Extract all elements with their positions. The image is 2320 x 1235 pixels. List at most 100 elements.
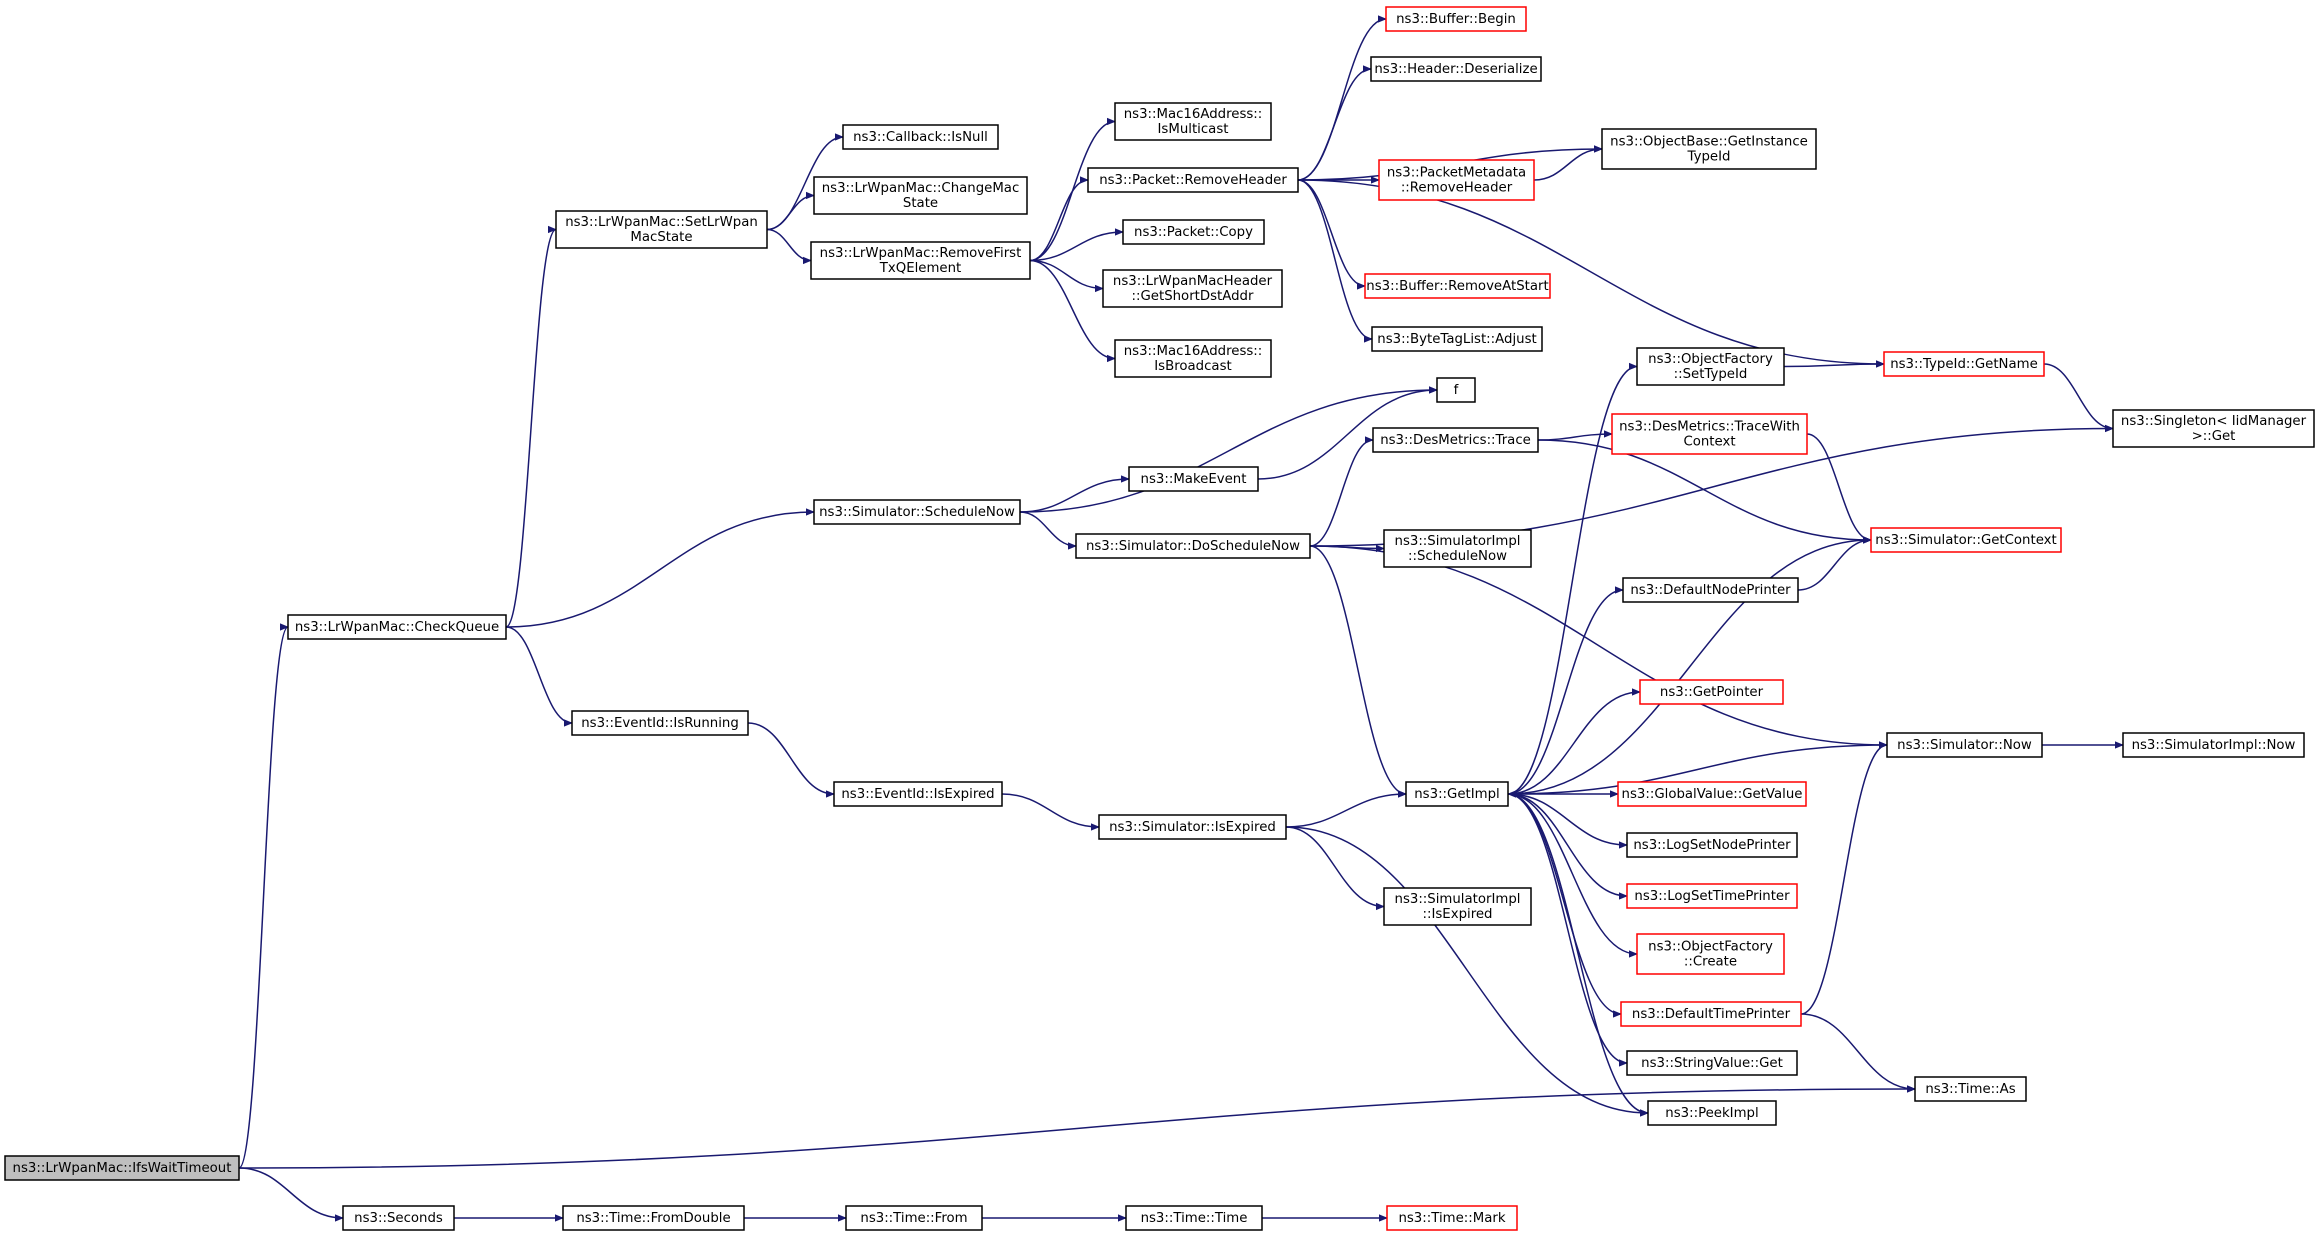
node-label: ns3::GetImpl [1414,787,1499,802]
edge-getimpl-to-defaultnodeprinter [1507,590,1623,795]
node-box [1371,326,1543,352]
edge-schedulenow-to-doschedulenow [1019,511,1077,546]
node-logsettimeprinter[interactable]: ns3::LogSetTimePrinter [1626,883,1798,909]
node-label: ::GetShortDstAddr [1132,289,1254,304]
edge-desmetricstrace-to-simgetcontext [1537,439,1871,540]
node-label: ns3::LogSetTimePrinter [1634,889,1790,904]
node-doschedulenow[interactable]: ns3::Simulator::DoScheduleNow [1075,533,1311,559]
node-simulatornow[interactable]: ns3::Simulator::Now [1886,732,2043,758]
node-box [810,241,1031,280]
node-label: ns3::Time::As [1925,1082,2015,1097]
node-eventisrunning[interactable]: ns3::EventId::IsRunning [571,710,749,736]
edge-ifs-to-seconds [238,1167,343,1218]
node-box [2112,409,2315,448]
edge-removefirst-to-getshortdst [1029,259,1103,289]
node-peekimpl[interactable]: ns3::PeekImpl [1647,1100,1777,1126]
node-simimplnow[interactable]: ns3::SimulatorImpl::Now [2122,732,2305,758]
node-label: ns3::PacketMetadata [1387,166,1526,181]
node-ifs[interactable]: ns3::LrWpanMac::IfsWaitTimeout [4,1155,240,1181]
node-simgetcontext[interactable]: ns3::Simulator::GetContext [1870,527,2062,553]
node-box [1370,56,1542,82]
edge-ifs-to-timeas [238,1089,1915,1169]
node-makeevent[interactable]: ns3::MakeEvent [1128,466,1259,492]
node-label: ns3::SimulatorImpl::Now [2132,738,2296,753]
node-pmremoveheader[interactable]: ns3::PacketMetadata::RemoveHeader [1378,159,1535,201]
node-objectfactorysettypeid[interactable]: ns3::ObjectFactory::SetTypeId [1636,347,1785,386]
node-defaulttimeprinter[interactable]: ns3::DefaultTimePrinter [1620,1001,1802,1027]
node-packetcopy[interactable]: ns3::Packet::Copy [1122,219,1265,245]
node-box [1075,533,1311,559]
node-callbackisnull[interactable]: ns3::Callback::IsNull [842,124,999,150]
node-box [1601,128,1817,170]
node-timemark[interactable]: ns3::Time::Mark [1386,1205,1518,1231]
edge-tracewithcontext-to-simgetcontext [1806,433,1872,540]
node-bufferbegin[interactable]: ns3::Buffer::Begin [1385,6,1527,32]
node-logsetnodeprinter[interactable]: ns3::LogSetNodePrinter [1626,832,1798,858]
edge-objectfactorysettypeid-to-typeidgetname [1783,364,1884,367]
node-globalvaluegetvalue[interactable]: ns3::GlobalValue::GetValue [1617,781,1807,807]
node-simisexpired[interactable]: ns3::Simulator::IsExpired [1098,814,1287,840]
node-label: ns3::Singleton< IidManager [2121,414,2307,429]
node-box [1114,102,1272,141]
node-desmetricstrace[interactable]: ns3::DesMetrics::Trace [1372,427,1539,453]
node-box [1639,679,1784,705]
node-seconds[interactable]: ns3::Seconds [342,1205,455,1231]
node-getshortdst[interactable]: ns3::LrWpanMacHeader::GetShortDstAddr [1102,269,1283,308]
node-box [2122,732,2305,758]
node-label: ns3::Simulator::ScheduleNow [819,505,1015,520]
node-bufferremoveatstart[interactable]: ns3::Buffer::RemoveAtStart [1364,273,1551,299]
node-label: ::SetTypeId [1674,367,1748,382]
node-label: ns3::Buffer::Begin [1396,12,1516,27]
node-label: TypeId [1687,150,1731,165]
node-stringvalueget[interactable]: ns3::StringValue::Get [1626,1050,1798,1076]
edge-simisexpired-to-simimplisexpired [1285,826,1384,907]
node-label: IsBroadcast [1154,359,1231,374]
node-mac16multicast[interactable]: ns3::Mac16Address::IsMulticast [1114,102,1272,141]
node-getpointer[interactable]: ns3::GetPointer [1639,679,1784,705]
node-label: ns3::SimulatorImpl [1395,534,1521,549]
node-getimpl[interactable]: ns3::GetImpl [1405,781,1509,807]
node-checkqueue[interactable]: ns3::LrWpanMac::CheckQueue [287,614,507,640]
node-timefrom[interactable]: ns3::Time::From [845,1205,983,1231]
node-timeas[interactable]: ns3::Time::As [1914,1076,2027,1102]
edge-getimpl-to-peekimpl [1507,793,1648,1113]
node-packetremoveheader[interactable]: ns3::Packet::RemoveHeader [1087,167,1299,193]
node-fromdouble[interactable]: ns3::Time::FromDouble [562,1205,745,1231]
node-simimplschedulenow[interactable]: ns3::SimulatorImpl::ScheduleNow [1383,529,1532,568]
node-box [1372,427,1539,453]
node-label: >::Get [2192,429,2236,444]
node-objectfactorycreate[interactable]: ns3::ObjectFactory::Create [1636,933,1785,975]
node-box [1385,6,1527,32]
node-f[interactable]: f [1436,377,1476,403]
node-bytetagadjust[interactable]: ns3::ByteTagList::Adjust [1371,326,1543,352]
node-defaultnodeprinter[interactable]: ns3::DefaultNodePrinter [1622,577,1799,603]
node-label: ns3::Mac16Address:: [1124,344,1263,359]
edge-packetremoveheader-to-bytetagadjust [1297,179,1373,339]
edge-getimpl-to-objectfactorycreate [1507,793,1637,954]
node-box [562,1205,745,1231]
node-singletonget[interactable]: ns3::Singleton< IidManager>::Get [2112,409,2315,448]
edge-eventisrunning-to-eventisexpired [747,722,834,794]
edge-getimpl-to-logsetnodeprinter [1507,793,1627,845]
edge-packetremoveheader-to-bufferremoveatstart [1297,179,1366,286]
node-timetime[interactable]: ns3::Time::Time [1125,1205,1263,1231]
node-label: ns3::Packet::Copy [1134,225,1253,240]
node-headerdeserialize[interactable]: ns3::Header::Deserialize [1370,56,1542,82]
node-box [1622,577,1799,603]
node-label: ns3::LrWpanMac::RemoveFirst [820,246,1022,261]
edge-schedulenow-to-makeevent [1019,479,1129,513]
node-eventisexpired[interactable]: ns3::EventId::IsExpired [833,781,1003,807]
node-typeidgetname[interactable]: ns3::TypeId::GetName [1883,351,2045,377]
node-mac16broadcast[interactable]: ns3::Mac16Address::IsBroadcast [1114,339,1272,378]
node-label: ns3::PeekImpl [1665,1106,1758,1121]
node-label: ns3::ObjectFactory [1648,352,1773,367]
node-box [1386,1205,1518,1231]
edge-doschedulenow-to-getimpl [1309,545,1407,794]
node-schedulenow[interactable]: ns3::Simulator::ScheduleNow [813,499,1021,525]
node-simimplisexpired[interactable]: ns3::SimulatorImpl::IsExpired [1383,887,1532,926]
